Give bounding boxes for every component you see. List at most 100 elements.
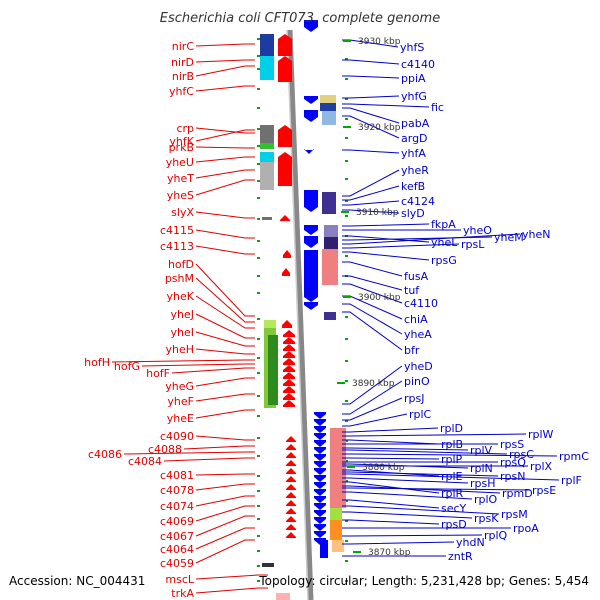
- tick-mark: [257, 163, 260, 165]
- tick-mark: [257, 318, 260, 320]
- gene-block: [260, 152, 274, 162]
- label-connector: [195, 348, 255, 355]
- gene-block: [322, 249, 338, 285]
- tick-mark: [257, 357, 260, 359]
- gene-label-rpsG: rpsG: [431, 254, 457, 267]
- gene-label-rpmD: rpmD: [502, 487, 533, 500]
- gene-label-rplN: rplN: [470, 462, 493, 475]
- gene-label-rpsN: rpsN: [500, 470, 525, 483]
- gene-label-c4124: c4124: [401, 195, 435, 208]
- gene-label-yheF: yheF: [167, 395, 194, 408]
- forward-gene-arrow: [283, 393, 295, 400]
- gene-label-c4067: c4067: [160, 530, 194, 543]
- label-connector: [195, 127, 255, 134]
- reverse-gene-arrow: [314, 517, 326, 524]
- kbp-tick-mark: [337, 382, 345, 384]
- gene-label-pinO: pinO: [404, 375, 430, 388]
- label-connector: [342, 365, 403, 405]
- label-connector: [195, 505, 255, 522]
- forward-gene-arrow: [286, 460, 296, 466]
- label-connector: [342, 59, 400, 65]
- label-connector: [342, 200, 400, 206]
- gene-label-c4059: c4059: [160, 557, 194, 570]
- gene-block: [322, 192, 336, 214]
- tick-mark: [257, 565, 260, 567]
- tick-mark: [345, 380, 348, 382]
- reverse-gene-arrow: [314, 524, 326, 531]
- label-connector: [342, 169, 400, 197]
- tick-mark: [345, 460, 348, 462]
- label-connector: [195, 587, 268, 594]
- label-connector: [342, 243, 460, 249]
- kbp-tick-mark: [343, 40, 351, 42]
- label-connector: [342, 534, 483, 537]
- tick-mark: [345, 400, 348, 402]
- label-connector: [342, 453, 558, 457]
- kbp-tick-mark: [341, 211, 349, 213]
- label-connector: [342, 427, 439, 433]
- forward-gene-arrow: [286, 492, 296, 498]
- label-connector: [342, 261, 403, 277]
- gene-label-slyX: slyX: [171, 206, 194, 219]
- label-connector: [141, 363, 255, 367]
- reverse-gene-arrow: [314, 440, 326, 447]
- label-connector: [342, 477, 469, 484]
- tick-mark: [257, 180, 260, 182]
- gene-block: [260, 34, 274, 56]
- label-connector: [195, 169, 255, 179]
- gene-block: [320, 95, 336, 103]
- gene-label-pabA: pabA: [401, 117, 430, 130]
- label-connector: [342, 473, 560, 481]
- label-connector: [195, 245, 255, 255]
- forward-gene-arrow: [283, 250, 291, 258]
- gene-label-prkB: prkB: [169, 141, 194, 154]
- tick-mark: [345, 420, 348, 422]
- gene-label-argD: argD: [401, 132, 428, 145]
- label-connector: [342, 75, 400, 79]
- tick-mark: [257, 580, 260, 582]
- label-connector: [195, 483, 255, 491]
- reverse-gene-arrow: [304, 225, 318, 235]
- tick-mark: [257, 218, 260, 220]
- gene-label-yheE: yheE: [167, 412, 194, 425]
- tick-mark: [345, 338, 348, 340]
- gene-label-rpsL: rpsL: [461, 238, 485, 251]
- gene-label-trkA: trkA: [171, 587, 194, 600]
- gene-tracks: [257, 20, 348, 600]
- label-connector: [195, 179, 255, 196]
- label-connector: [195, 377, 255, 387]
- label-connector: [195, 65, 255, 77]
- tick-mark: [345, 520, 348, 522]
- tick-mark: [257, 275, 260, 277]
- kbp-tick-label: 3890 kbp: [352, 379, 395, 389]
- gene-label-yheT: yheT: [167, 172, 194, 185]
- gene-label-yheS: yheS: [167, 189, 194, 202]
- tick-mark: [257, 88, 260, 90]
- reverse-gene-arrow: [314, 419, 326, 426]
- tick-mark: [257, 535, 260, 537]
- label-connector: [342, 103, 430, 108]
- forward-gene-arrow: [286, 452, 296, 458]
- gene-label-yheH: yheH: [165, 343, 194, 356]
- right-gene-labels: yhfSc4140ppiAyhfGficpabAargDyhfAyheRkefB…: [400, 41, 589, 563]
- label-connector: [195, 211, 255, 219]
- forward-gene-arrow: [283, 379, 295, 386]
- label-connector: [342, 433, 527, 437]
- gene-label-rpsS: rpsS: [500, 438, 524, 451]
- label-connector: [195, 539, 255, 564]
- tick-mark: [257, 415, 260, 417]
- tick-mark: [257, 372, 260, 374]
- gene-label-rpmC: rpmC: [559, 450, 589, 463]
- label-connector: [342, 413, 408, 427]
- kbp-tick-label: 3870 kbp: [368, 548, 411, 558]
- gene-label-rpsE: rpsE: [532, 484, 556, 497]
- reverse-gene-arrow: [304, 190, 318, 212]
- label-connector: [342, 463, 469, 469]
- forward-gene-arrow: [283, 365, 295, 372]
- tick-mark: [345, 500, 348, 502]
- left-gene-labels: nirCnirDnirByhfCyhfKcrpprkByheUyheTyheSs…: [84, 40, 195, 600]
- reverse-gene-arrow: [304, 236, 318, 248]
- label-connector: [195, 435, 255, 441]
- label-connector: [195, 515, 255, 537]
